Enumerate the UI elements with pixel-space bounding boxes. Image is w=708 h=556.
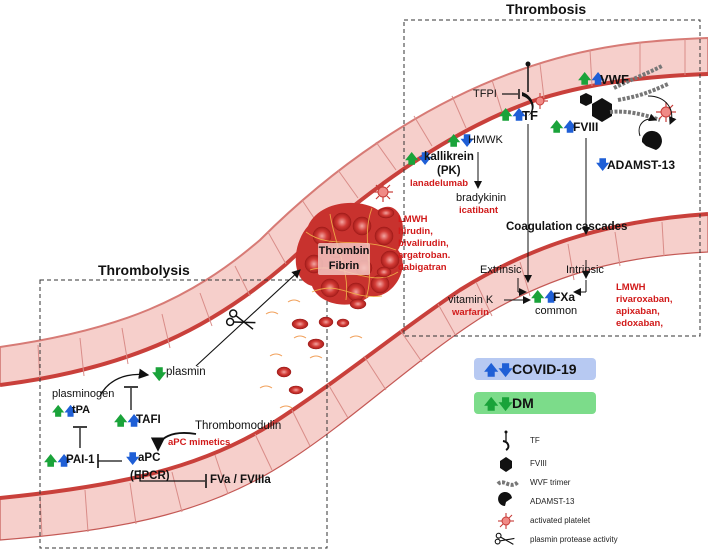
extrinsic-label: Extrinsic (480, 264, 522, 276)
drug-hirudin: hirudin, (398, 226, 433, 237)
thrombus-clot (295, 202, 404, 305)
vwf-platelet-arrow (647, 95, 677, 125)
drug-lmwh-fxa: LMWH (616, 282, 646, 293)
fva-fviiia-label: FVa / FVIIIa (210, 474, 271, 486)
drug-lanadelumab: lanadelumab (410, 178, 469, 189)
apc-indicator: 🡇 (126, 451, 140, 466)
plasminogen-label: plasminogen (52, 388, 115, 400)
fviii-label: FVIII (573, 120, 599, 134)
vwf-indicator: 🡅🡅 (578, 71, 605, 86)
legend-tf-icon (502, 430, 510, 451)
thrombomodulin-to-apc-arrow (150, 432, 197, 452)
covid-badge-bg (474, 358, 596, 380)
intrinsic-label: Intrinsic (566, 264, 604, 276)
dm-badge-bg (474, 392, 596, 414)
apc-mimetics-label: aPC mimetics (168, 437, 231, 448)
thrombomodulin-label: Thrombomodulin (195, 420, 282, 432)
kallikrein-indicator: 🡅🡇 (405, 151, 432, 166)
activated-platelet-near-clot (373, 182, 393, 202)
plasmin-indicator: 🡇 (152, 366, 167, 382)
adamts13-indicator: 🡇 (596, 157, 610, 172)
drug-lmwh: LMWH (398, 214, 428, 225)
drug-dabigatran: dabigatran (398, 262, 447, 273)
thrombosis-box (403, 19, 701, 337)
dm-up-arrow: 🡅 (499, 107, 513, 122)
tf-platelet (532, 93, 548, 109)
adamts13-label: ADAMST-13 (607, 158, 676, 172)
covid-badge-arrows: 🡅🡇 (484, 362, 513, 378)
legend-fviii-label: FVIII (530, 459, 547, 468)
covid-up-arrow: 🡅 (512, 107, 526, 122)
tfpi-label: TFPI (473, 88, 497, 100)
clot-fibrin-label: Fibrin (328, 260, 360, 272)
thrombosis-title: Thrombosis (506, 1, 587, 17)
plasmin-label: plasmin (166, 366, 206, 378)
fviii-indicator: 🡅🡅 (550, 119, 577, 134)
legend-platelet-icon (498, 513, 514, 529)
tpa-label: tPA (72, 404, 91, 416)
epcr-label: (EPCR) (130, 470, 170, 482)
dm-badge-arrows: 🡅🡇 (484, 396, 513, 412)
legend-platelet-label: activated platelet (530, 516, 591, 525)
pai1-label: PAI-1 (66, 454, 95, 466)
vessel-upper-wall (0, 37, 708, 387)
plasmin-to-clot-arrow (195, 269, 301, 367)
drug-argatroban: argatroban. (398, 250, 451, 261)
tpa-indicator: 🡅🡅 (52, 404, 77, 418)
tf-label: TF (522, 108, 538, 123)
drug-warfarin: warfarin (452, 307, 489, 318)
legend-vwf-label: WVF trimer (530, 478, 571, 487)
fviii-hexagons (580, 93, 612, 122)
drug-edoxaban: edoxaban, (616, 318, 663, 329)
tf-receptor (522, 61, 534, 116)
drug-icatibant: icatibant (459, 205, 499, 216)
legend-adamts13-icon (498, 492, 512, 506)
coagulation-cascades-label: Coagulation cascades (506, 221, 628, 233)
bradykinin-label: bradykinin (456, 192, 507, 204)
clot-thrombin-label: Thrombin (318, 245, 370, 257)
tafi-indicator: 🡅🡅 (114, 413, 141, 428)
fxa-label: FXa (553, 290, 576, 304)
apc-label: aPC (138, 452, 161, 464)
kallikrein-label: kallikrein (424, 151, 474, 163)
fxa-indicator: 🡅🡅 (531, 289, 558, 304)
legend-vwf-icon (496, 480, 520, 487)
tf-indicator: 🡅🡅 (499, 106, 526, 128)
fibrin-fragments (259, 299, 363, 409)
legend-fviii-icon (500, 457, 512, 472)
vwf-platelet (656, 102, 676, 122)
hmwk-label: HMWK (468, 134, 503, 146)
vitamin-k-label: vitamin K (448, 294, 494, 306)
pai1-indicator: 🡅🡅 (44, 453, 71, 468)
thrombolysis-title: Thrombolysis (98, 262, 190, 278)
legend-scissors-icon (494, 532, 515, 545)
plasminogen-to-plasmin-arrow (99, 368, 150, 397)
legend-plasmin-label: plasmin protease activity (530, 535, 618, 544)
thrombolysis-box (39, 279, 328, 549)
adamts13-pacman (638, 113, 662, 150)
tafi-label: TAFI (136, 414, 161, 426)
common-label: common (535, 305, 578, 317)
scissors-icon (225, 309, 256, 330)
drug-apixaban: apixaban, (616, 306, 660, 317)
apc-inhibit-fva (139, 470, 205, 482)
drug-bivalirudin: bivalirudin, (398, 238, 449, 249)
legend-tf-label: TF (530, 436, 540, 445)
drug-rivaroxaban: rivaroxaban, (616, 294, 673, 305)
pk-label: (PK) (437, 165, 461, 177)
covid-badge-label: COVID-19 (512, 361, 577, 377)
legend-adamts13-label: ADAMST-13 (530, 497, 575, 506)
vwf-label: VWF (600, 72, 629, 87)
hmwk-indicator: 🡅🡇 (447, 133, 474, 148)
dm-badge-label: DM (512, 395, 534, 411)
red-blood-cells (276, 207, 395, 395)
